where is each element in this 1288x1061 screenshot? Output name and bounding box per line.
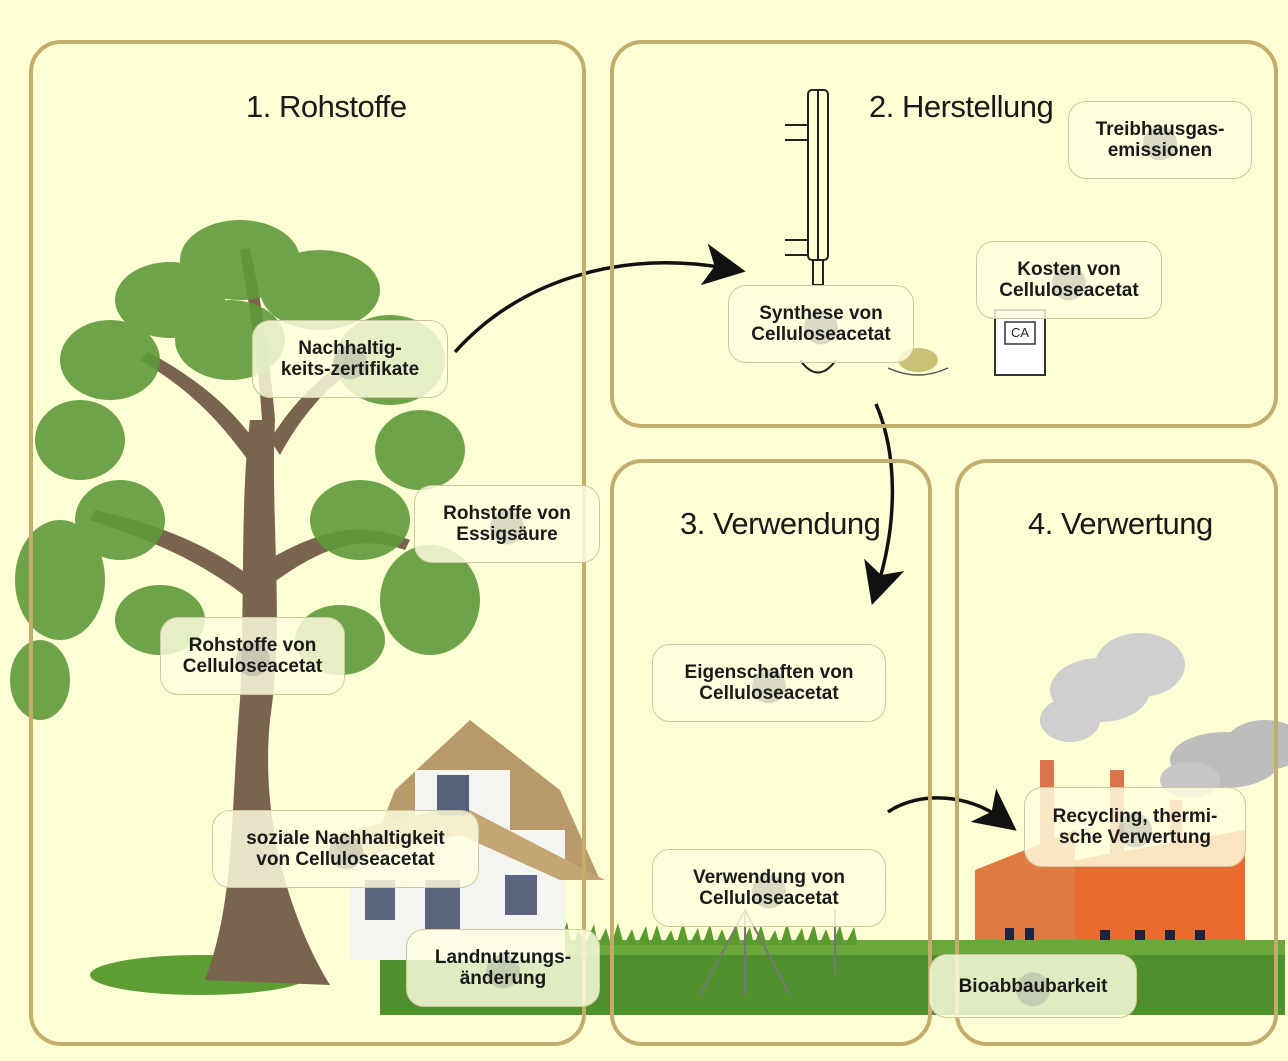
- topic-icon: [1143, 126, 1177, 161]
- bubble-synthese[interactable]: Synthese von Celluloseacetat: [728, 285, 914, 363]
- bubble-label: Rohstoffe von Essigsäure: [443, 503, 571, 545]
- bubble-eigenschaften[interactable]: Eigenschaften von Celluloseacetat: [652, 644, 886, 722]
- bubble-label: Treibhausgas- emissionen: [1095, 119, 1225, 161]
- bubble-verwendung[interactable]: Verwendung von Celluloseacetat: [652, 849, 886, 927]
- topic-icon: [333, 345, 367, 380]
- panel-title-verwertung: 4. Verwertung: [1028, 506, 1213, 541]
- bubble-rohstoffe-essigsaeure[interactable]: Rohstoffe von Essigsäure: [414, 485, 600, 563]
- bubble-kosten[interactable]: Kosten von Celluloseacetat: [976, 241, 1162, 319]
- bubble-label: Rohstoffe von Celluloseacetat: [182, 635, 323, 677]
- topic-icon: [490, 510, 524, 545]
- ca-box: [994, 309, 1046, 376]
- bubble-bioabbaubarkeit[interactable]: Bioabbaubarkeit: [929, 954, 1137, 1018]
- topic-icon: [1118, 813, 1152, 848]
- bubble-rohstoffe-celluloseacetat[interactable]: Rohstoffe von Celluloseacetat: [160, 617, 345, 695]
- topic-icon: [752, 874, 786, 909]
- arrow-rohstoffe-to-herstellung: [453, 243, 746, 354]
- bubble-label: Synthese von Celluloseacetat: [751, 303, 891, 345]
- ca-box-label: CA: [1010, 325, 1030, 340]
- bubble-label: Verwendung von Celluloseacetat: [692, 867, 846, 909]
- bubble-soziale-nachhaltigkeit[interactable]: soziale Nachhaltigkeit von Celluloseacet…: [212, 810, 479, 888]
- topic-icon: [1016, 972, 1050, 1007]
- panel-verwendung: [610, 459, 932, 1046]
- topic-icon: [235, 642, 270, 677]
- panel-verwertung: [955, 459, 1278, 1046]
- bubble-recycling[interactable]: Recycling, thermi- sche Verwertung: [1024, 787, 1246, 867]
- topic-icon: [486, 954, 520, 989]
- bubble-label: Kosten von Celluloseacetat: [999, 259, 1139, 301]
- topic-icon: [328, 835, 363, 870]
- bubble-label: soziale Nachhaltigkeit von Celluloseacet…: [246, 828, 445, 870]
- panel-title-verwendung: 3. Verwendung: [680, 506, 881, 541]
- bubble-label: Eigenschaften von Celluloseacetat: [684, 662, 854, 704]
- bubble-label: Bioabbaubarkeit: [958, 975, 1108, 997]
- panel-herstellung: [610, 40, 1278, 428]
- bubble-nachhaltigkeits-zertifikate[interactable]: Nachhaltig- keits-zertifikate: [252, 320, 448, 398]
- smoke-clouds: [1040, 633, 1288, 798]
- bubble-label: Landnutzungs- änderung: [434, 947, 572, 989]
- glassware-illustration: [785, 89, 837, 374]
- panel-title-rohstoffe: 1. Rohstoffe: [246, 89, 407, 124]
- panel-title-herstellung: 2. Herstellung: [869, 89, 1054, 124]
- topic-icon: [1052, 266, 1086, 301]
- bubble-treibhausgasemissionen[interactable]: Treibhausgas- emissionen: [1068, 101, 1252, 179]
- topic-icon: [804, 310, 838, 345]
- arrow-verwendung-to-verwertung: [887, 788, 1017, 831]
- bubble-label: Recycling, thermi- sche Verwertung: [1052, 806, 1218, 848]
- bubble-landnutzungsaenderung[interactable]: Landnutzungs- änderung: [406, 929, 600, 1007]
- bubble-label: Nachhaltig- keits-zertifikate: [280, 338, 420, 380]
- topic-icon: [752, 669, 786, 704]
